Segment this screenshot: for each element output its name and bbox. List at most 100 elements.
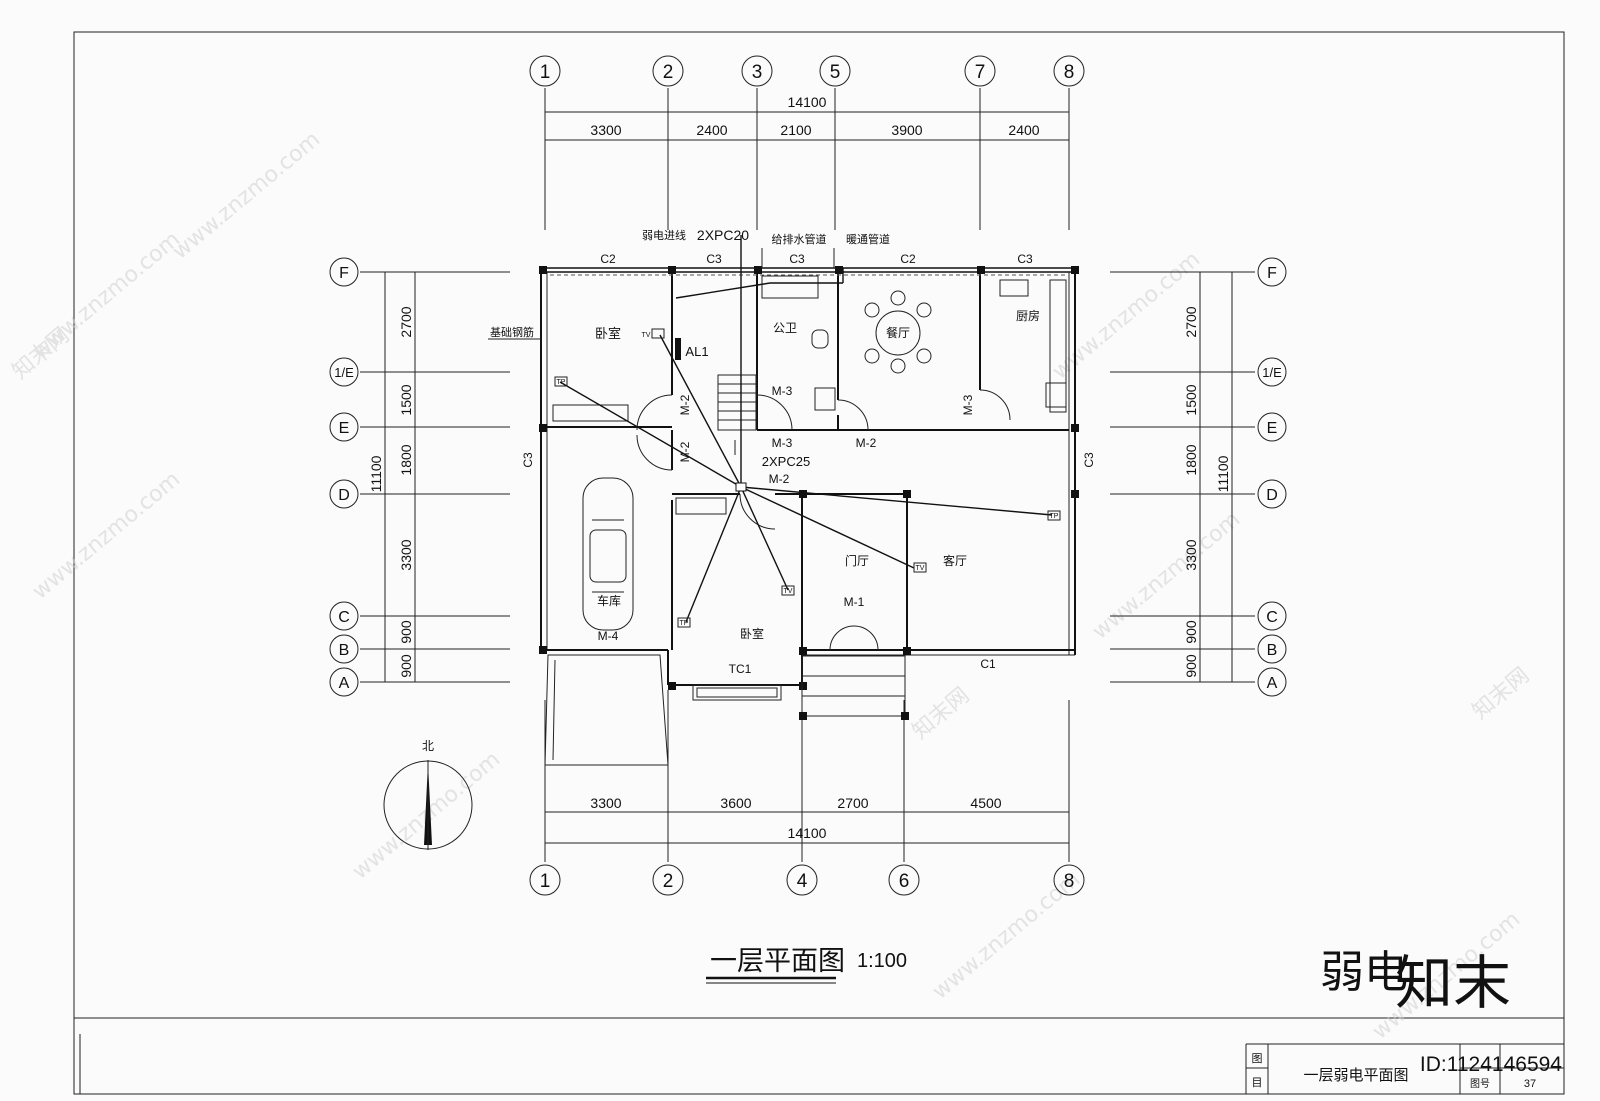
car-icon <box>582 477 634 631</box>
door-label: M-3 <box>772 384 793 398</box>
room-label: 卧室 <box>595 326 621 342</box>
top-grid: 1 2 3 5 7 8 14100 3300 2400 2100 3900 24… <box>529 55 1085 230</box>
grid-label-left: F <box>339 265 349 282</box>
grid-bubble-right <box>1257 412 1287 442</box>
outlet-label: TV <box>916 565 925 572</box>
dim-segment-right: 900 <box>1183 654 1199 678</box>
grid-bubble-right <box>1257 257 1287 287</box>
tv-outlet-icon <box>913 562 927 573</box>
title-block-label: 图号 <box>1470 1078 1490 1090</box>
annotation-water-pipe: 给排水管道 <box>772 232 827 246</box>
opening-labels: C2 C3 C3 C2 C3 C3 C3 C1 TC1 M-1 M-2 M-2 … <box>521 252 1096 676</box>
dim-segment-bottom: 3300 <box>590 795 621 811</box>
wiring-layer <box>559 235 1053 623</box>
window-label: C3 <box>789 252 805 266</box>
watermark-text: 知末网 <box>8 323 75 385</box>
grid-label-right: F <box>1267 265 1277 282</box>
dim-total-top: 14100 <box>788 94 827 110</box>
dim-segment-top: 2400 <box>696 122 727 138</box>
door-label: M-2 <box>678 394 692 415</box>
room-label: 客厅 <box>943 553 967 568</box>
grid-label-right: 1/E <box>1262 365 1282 380</box>
outlet-label: TP <box>680 620 689 627</box>
room-label: 公卫 <box>773 321 797 335</box>
watermark-layer: www.znzmo.com www.znzmo.com www.znzmo.co… <box>8 127 1535 1045</box>
dim-segment-top: 3900 <box>891 122 922 138</box>
grid-label-right: C <box>1266 609 1278 626</box>
outlet-label: TV <box>642 332 651 339</box>
dim-segment-top: 2100 <box>780 122 811 138</box>
annotations: 弱电进线 2XPC20 给排水管道 暖通管道 基础钢筋 AL1 2XPC25 <box>488 227 890 469</box>
door-label: M-2 <box>678 441 692 462</box>
door-label: M-1 <box>844 595 865 609</box>
watermark-id: ID:1124146594 <box>1420 1053 1562 1076</box>
annotation-hvac-pipe: 暖通管道 <box>846 232 890 246</box>
grid-bubble-right <box>1257 634 1287 664</box>
grid-bubble-right <box>1257 667 1287 697</box>
grid-bubble-top <box>819 55 851 87</box>
window-label: C3 <box>521 452 535 468</box>
title-main: 一层平面图 <box>710 946 845 977</box>
watermark-text: www.znzmo.com <box>28 467 185 605</box>
grid-bubble-right <box>1257 357 1287 387</box>
annotation-weak-inlet: 弱电进线 <box>642 228 686 242</box>
grid-bubble-left <box>329 601 359 631</box>
watermark-logo: 知末 <box>1395 949 1511 1017</box>
dim-segment-left: 900 <box>398 654 414 678</box>
grid-label-left: C <box>338 609 350 626</box>
sink-icon <box>1045 382 1067 408</box>
grid-bubble-bottom <box>529 864 561 896</box>
dim-segment-right: 900 <box>1183 620 1199 644</box>
annotation-conduit: 2XPC20 <box>697 227 749 243</box>
north-arrow: 北 <box>383 739 473 850</box>
dim-segment-left: 3300 <box>398 539 414 570</box>
watermark-text: www.znzmo.com <box>1088 507 1245 645</box>
dim-segment-top: 3300 <box>590 122 621 138</box>
north-label: 北 <box>422 739 434 753</box>
room-label: 卧室 <box>740 626 764 641</box>
dim-segment-right: 1800 <box>1183 444 1199 475</box>
outlet-label: TP <box>1050 513 1059 520</box>
window-label: C3 <box>706 252 722 266</box>
bathtub-icon <box>761 275 819 299</box>
title-block-sheet-number: 37 <box>1524 1078 1536 1090</box>
room-label: 厨房 <box>1016 308 1040 323</box>
outlets: TV TP TV TP TV TP <box>554 328 1061 628</box>
grid-label-top: 8 <box>1064 62 1075 83</box>
washbasin-icon <box>814 387 836 411</box>
title-block-label: 目 <box>1252 1076 1263 1089</box>
grid-label-right: D <box>1266 487 1278 504</box>
dim-segment-right: 3300 <box>1183 539 1199 570</box>
grid-bubble-left <box>329 257 359 287</box>
window-label: C2 <box>600 252 616 266</box>
annotation-panel: AL1 <box>685 344 708 359</box>
entrance-steps <box>799 655 909 720</box>
grid-bubble-left <box>329 412 359 442</box>
bottom-grid: 3300 3600 2700 4500 14100 1 2 4 6 8 <box>529 690 1085 896</box>
grid-label-right: A <box>1267 675 1278 692</box>
grid-bubble-left <box>329 479 359 509</box>
grid-label-bottom: 1 <box>540 871 551 892</box>
title-block-drawing-name: 一层弱电平面图 <box>1303 1066 1408 1084</box>
dim-total-right: 11100 <box>1215 455 1231 492</box>
wardrobe <box>675 497 727 515</box>
window-label: TC1 <box>729 662 752 676</box>
dim-segment-left: 2700 <box>398 306 414 337</box>
dim-total-bottom: 14100 <box>788 825 827 841</box>
title-block: 图 目 一层弱电平面图 图号 37 ID:1124146594 <box>79 1034 1564 1094</box>
room-labels: 卧室 公卫 餐厅 厨房 门厅 客厅 车库 卧室 <box>595 308 1040 641</box>
stove-icon <box>999 279 1029 297</box>
distribution-panel <box>675 338 681 360</box>
dim-segment-right: 2700 <box>1183 306 1199 337</box>
wardrobe <box>552 404 629 422</box>
tp-outlet-icon <box>554 376 568 387</box>
grid-bubble-left <box>329 667 359 697</box>
junction-box <box>735 482 747 492</box>
grid-bubble-top <box>652 55 684 87</box>
window-label: C3 <box>1017 252 1033 266</box>
door-label: M-2 <box>856 436 877 450</box>
grid-label-left: B <box>339 642 350 659</box>
grid-bubble-right <box>1257 479 1287 509</box>
building-walls <box>539 266 1079 766</box>
grid-bubble-left <box>329 634 359 664</box>
